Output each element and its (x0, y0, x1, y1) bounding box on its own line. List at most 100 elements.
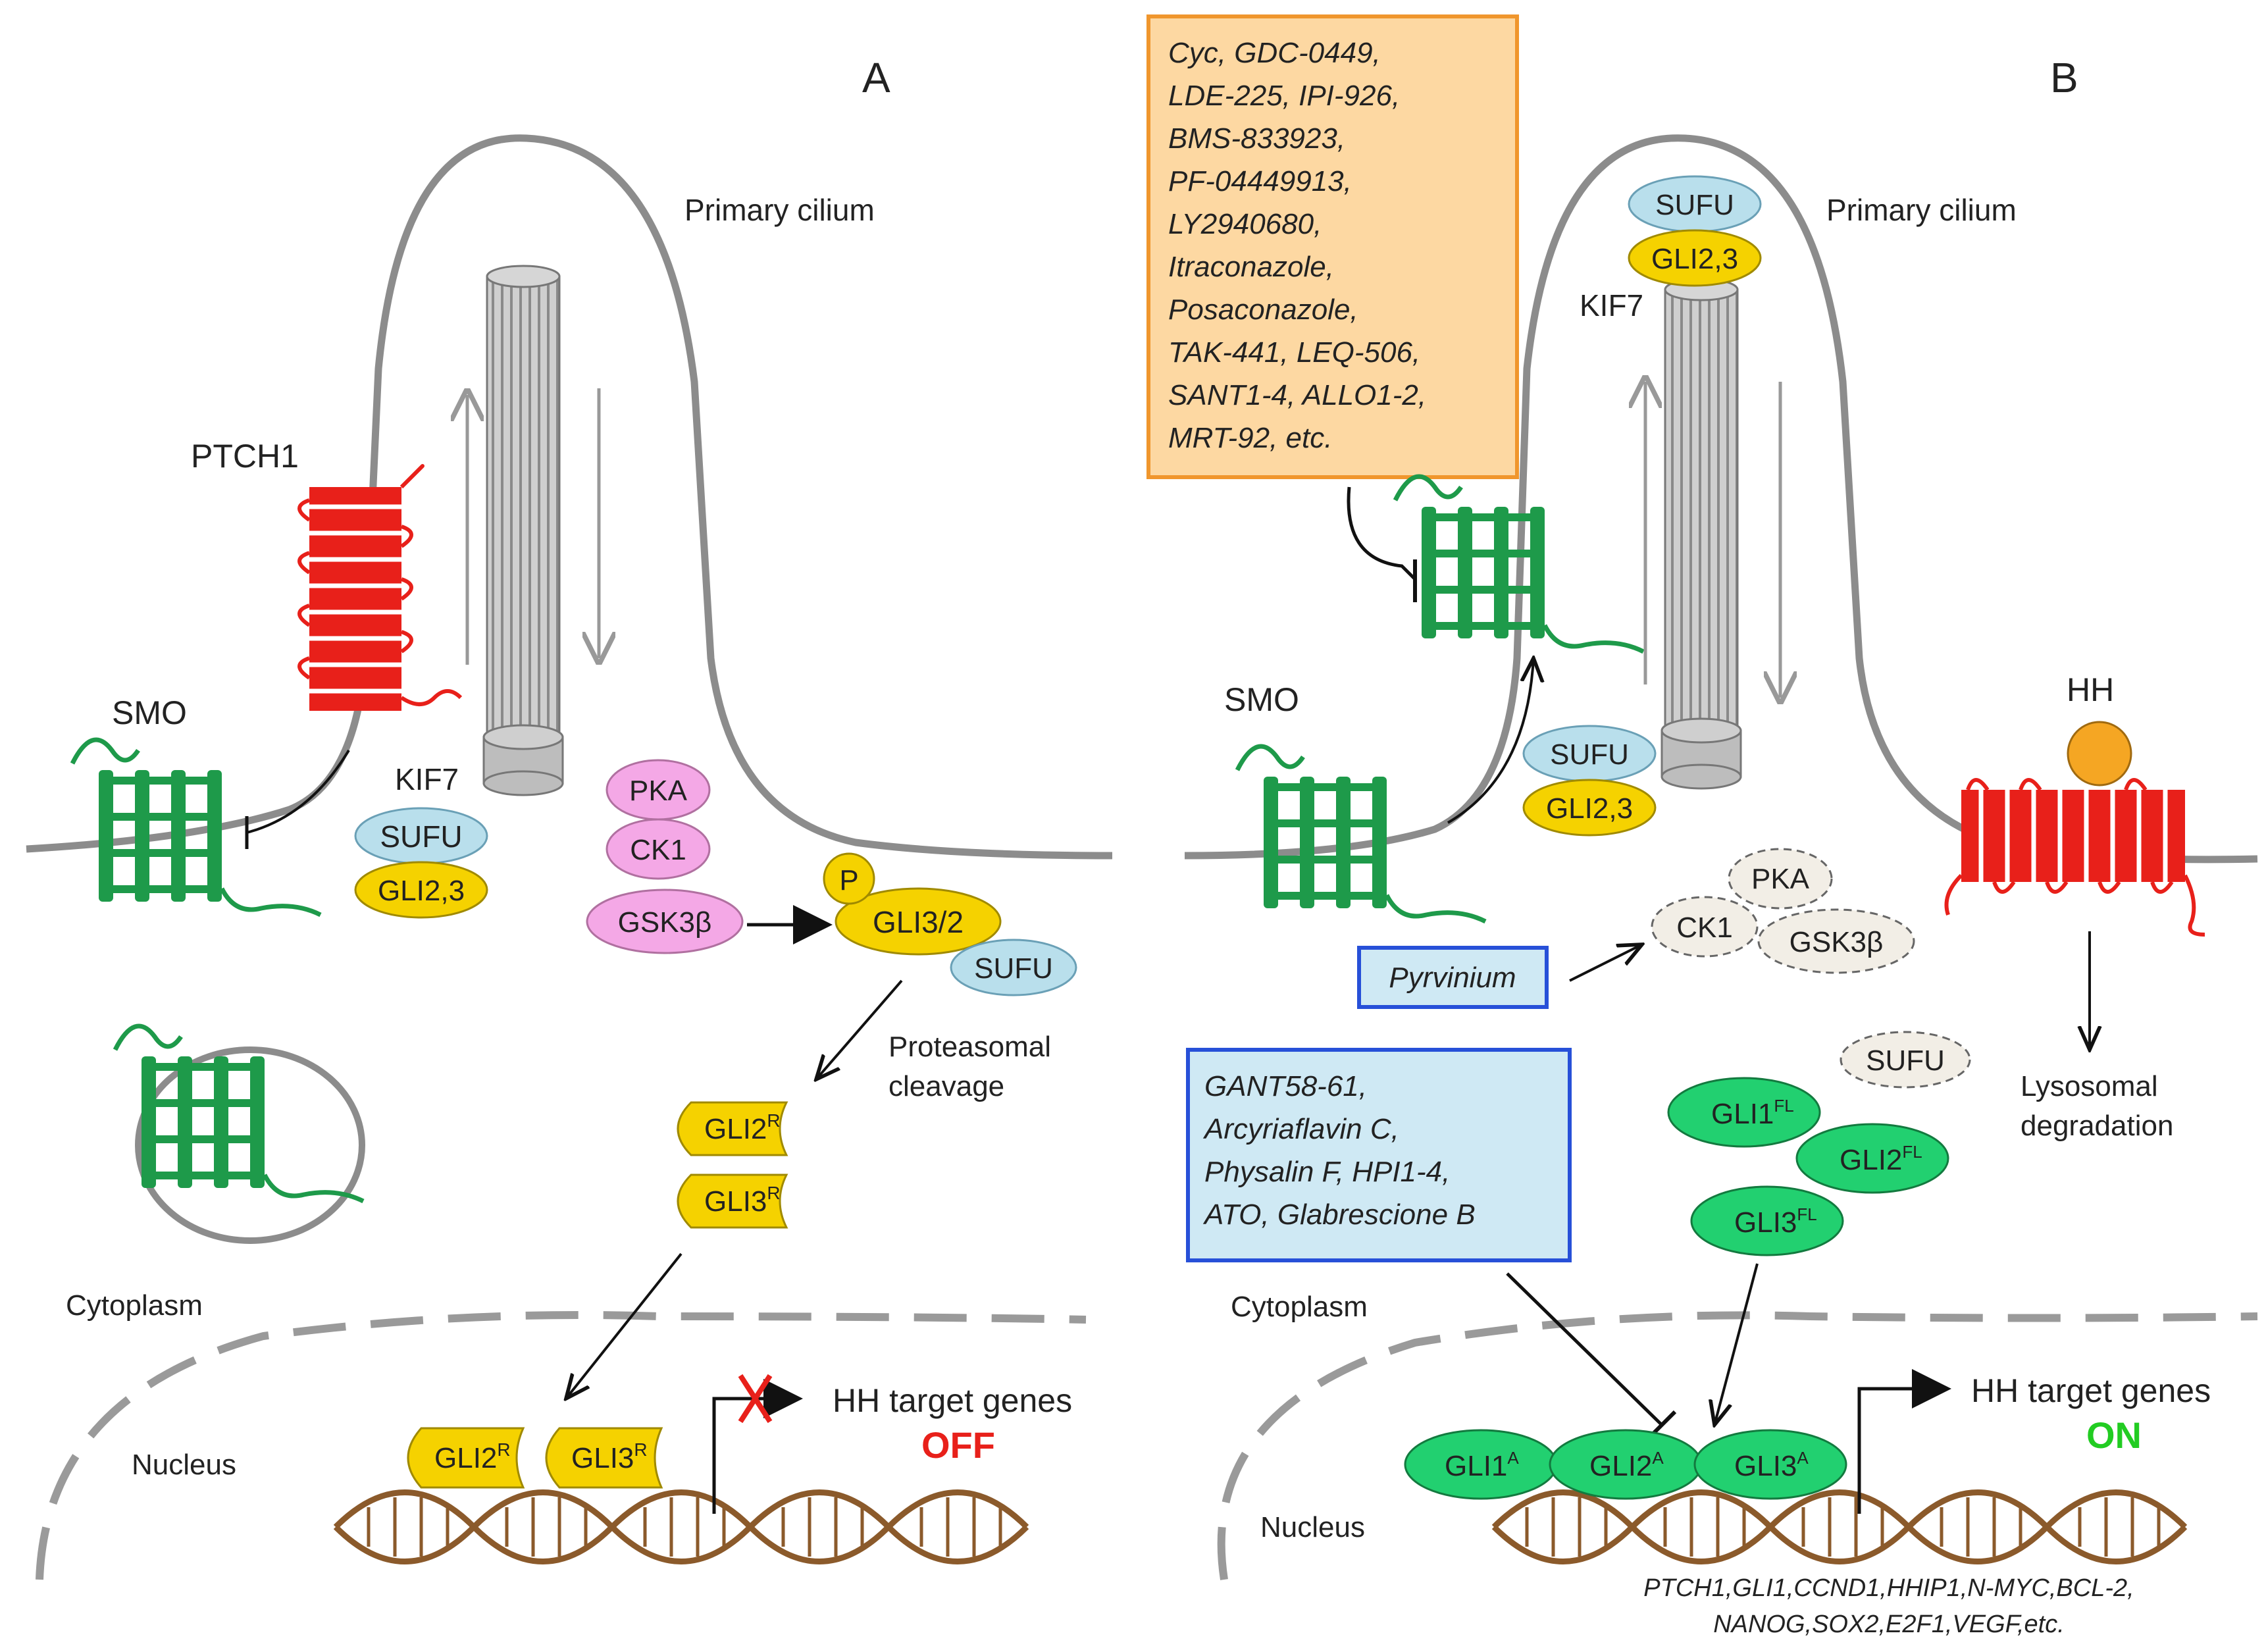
transcription-arrow-a (712, 1379, 803, 1514)
sufu-label-a: SUFU (380, 819, 462, 854)
gsk3b-label-b: GSK3β (1790, 926, 1884, 958)
panel-a-letter: A (862, 54, 890, 101)
gli2r-label: GLI2R (704, 1110, 781, 1145)
smo-label-b: SMO (1224, 681, 1299, 718)
pka-label-a: PKA (629, 775, 688, 807)
gli-inhibitor-item-1: GANT58-61, (1204, 1070, 1367, 1102)
gli3-fl (1690, 1185, 1844, 1256)
smo-translocation-arrow (1447, 658, 1533, 824)
smo-inhibitor-item-5: LY2940680, (1168, 208, 1322, 240)
ck1-b (1651, 896, 1759, 958)
gli3-active (1693, 1429, 1847, 1500)
ptch1-receptor-a (297, 464, 463, 711)
gli2r-cyto (677, 1101, 788, 1156)
gli23-label-a: GLI2,3 (378, 875, 465, 907)
gsk3b-label-a: GSK3β (618, 906, 712, 939)
cell-membrane-a (26, 134, 1113, 860)
gli-inhibitor-item-3: Physalin F, HPI1-4, (1204, 1156, 1450, 1188)
gsk3b-a (586, 889, 744, 954)
cytoplasm-label-b: Cytoplasm (1231, 1291, 1368, 1323)
sufu-free (1840, 1031, 1971, 1089)
smo-inhibitor-item-6: Itraconazole, (1168, 251, 1334, 283)
ptch-inhibits-smo (246, 749, 350, 834)
smo-inhibitor-line (1347, 486, 1416, 581)
smo-inhibitor-item-1: Cyc, GDC-0449, (1168, 37, 1381, 69)
sufu-free-label: SUFU (1866, 1045, 1945, 1077)
gli1-active-label: GLI1A (1445, 1448, 1519, 1482)
gli2-fl (1795, 1123, 1949, 1194)
blocked-x-icon (738, 1374, 773, 1424)
kif7-label-a: KIF7 (395, 762, 459, 796)
on-label: ON (2086, 1414, 2142, 1456)
pyrvinium-arrow (1569, 944, 1642, 982)
target-genes-label-a: HH target genes (833, 1382, 1072, 1419)
smo-inhibitor-item-3: BMS-833923, (1168, 122, 1345, 155)
hh-label: HH (2067, 671, 2114, 708)
sufu-tip-label: SUFU (1655, 189, 1734, 221)
primary-cilium-label-b: Primary cilium (1826, 193, 2017, 227)
smo-inhibitor-list: Cyc, GDC-0449, LDE-225, IPI-926, BMS-83392… (1168, 37, 1426, 454)
gli-inhibitor-line (1506, 1272, 1663, 1426)
target-genes-label-b: HH target genes (1971, 1372, 2211, 1409)
kif7-label-b: KIF7 (1580, 288, 1643, 323)
gli23-a (354, 861, 488, 919)
gli2r-nuclear (407, 1427, 525, 1489)
off-label: OFF (921, 1424, 995, 1466)
cytoplasm-label-a: Cytoplasm (66, 1289, 203, 1322)
gli1-fl (1667, 1077, 1821, 1148)
gli-inhibitor-item-2: Arcyriaflavin C, (1202, 1113, 1399, 1145)
gli23-tip (1628, 229, 1762, 287)
gli23-base-label: GLI2,3 (1546, 792, 1633, 825)
gli32-label: GLI3/2 (873, 905, 964, 939)
proteasomal-label-2: cleavage (888, 1070, 1004, 1102)
smo-label-a: SMO (112, 694, 187, 731)
gli23-tip-label: GLI2,3 (1651, 243, 1738, 275)
pyrvinium-box (1357, 946, 1549, 1009)
pka-b (1728, 848, 1833, 910)
axoneme-b (1661, 278, 1742, 790)
nucleus-label-b: Nucleus (1260, 1511, 1365, 1543)
smo-inhibitor-item-2: LDE-225, IPI-926, (1168, 80, 1400, 112)
primary-cilium-label-a: Primary cilium (684, 193, 875, 227)
gli3-active-label: GLI3A (1734, 1448, 1809, 1482)
ck1-a (605, 818, 711, 880)
sufu-bound-label: SUFU (974, 952, 1053, 985)
pka-label-b: PKA (1751, 863, 1810, 895)
gli3r-nuclear-label: GLI3R (571, 1439, 648, 1474)
target-gene-list-2: NANOG,SOX2,E2F1,VEGF,etc. (1713, 1611, 2065, 1638)
gli2-fl-label: GLI2FL (1840, 1142, 1922, 1176)
gli3r-cyto (677, 1174, 788, 1229)
panel-b-letter: B (2050, 54, 2078, 101)
smo-inhibitor-item-4: PF-04449913, (1168, 165, 1352, 197)
smo-inhibitor-box (1146, 14, 1519, 479)
gli-nuclear-entry-arrow (1714, 1263, 1759, 1425)
gli-inhibitor-box (1186, 1048, 1572, 1262)
nucleus-label-a: Nucleus (132, 1449, 236, 1481)
transcription-arrow-b (1857, 1369, 1951, 1514)
panel-b: B Cyc, GDC-0449, LDE-225, IPI-926, BMS-833… (1146, 14, 2258, 1638)
hh-ligand (2067, 721, 2132, 787)
gsk3b-b (1757, 908, 1915, 974)
smo-inhibitor-item-8: TAK-441, LEQ-506, (1168, 336, 1420, 369)
gli3r-nuclear (545, 1427, 663, 1489)
smo-inhibitor-item-10: MRT-92, etc. (1168, 422, 1332, 454)
endosome-vesicle (135, 1046, 365, 1244)
gli2r-nuclear-label: GLI2R (434, 1439, 511, 1474)
dna-helix-a (333, 1489, 1029, 1564)
nuclear-entry-arrow-a (566, 1252, 682, 1399)
gli-inhibitor-item-4: ATO, Glabrescione B (1202, 1199, 1476, 1231)
cleavage-arrow (816, 979, 903, 1079)
axoneme-a (482, 265, 564, 796)
phospho-label: P (839, 864, 858, 896)
target-gene-list-1: PTCH1,GLI1,CCND1,HHIP1,N-MYC,BCL-2, (1643, 1574, 2134, 1602)
ck1-label-a: CK1 (630, 834, 686, 866)
lysosomal-label-1: Lysosomal (2021, 1070, 2158, 1102)
nuclear-envelope-a (36, 1311, 1087, 1580)
gli32-complex (835, 887, 1002, 956)
phospho-p (823, 852, 875, 905)
ck1-label-b: CK1 (1676, 912, 1733, 944)
dna-helix-b (1491, 1489, 2188, 1564)
gli2-active-label: GLI2A (1589, 1448, 1664, 1482)
